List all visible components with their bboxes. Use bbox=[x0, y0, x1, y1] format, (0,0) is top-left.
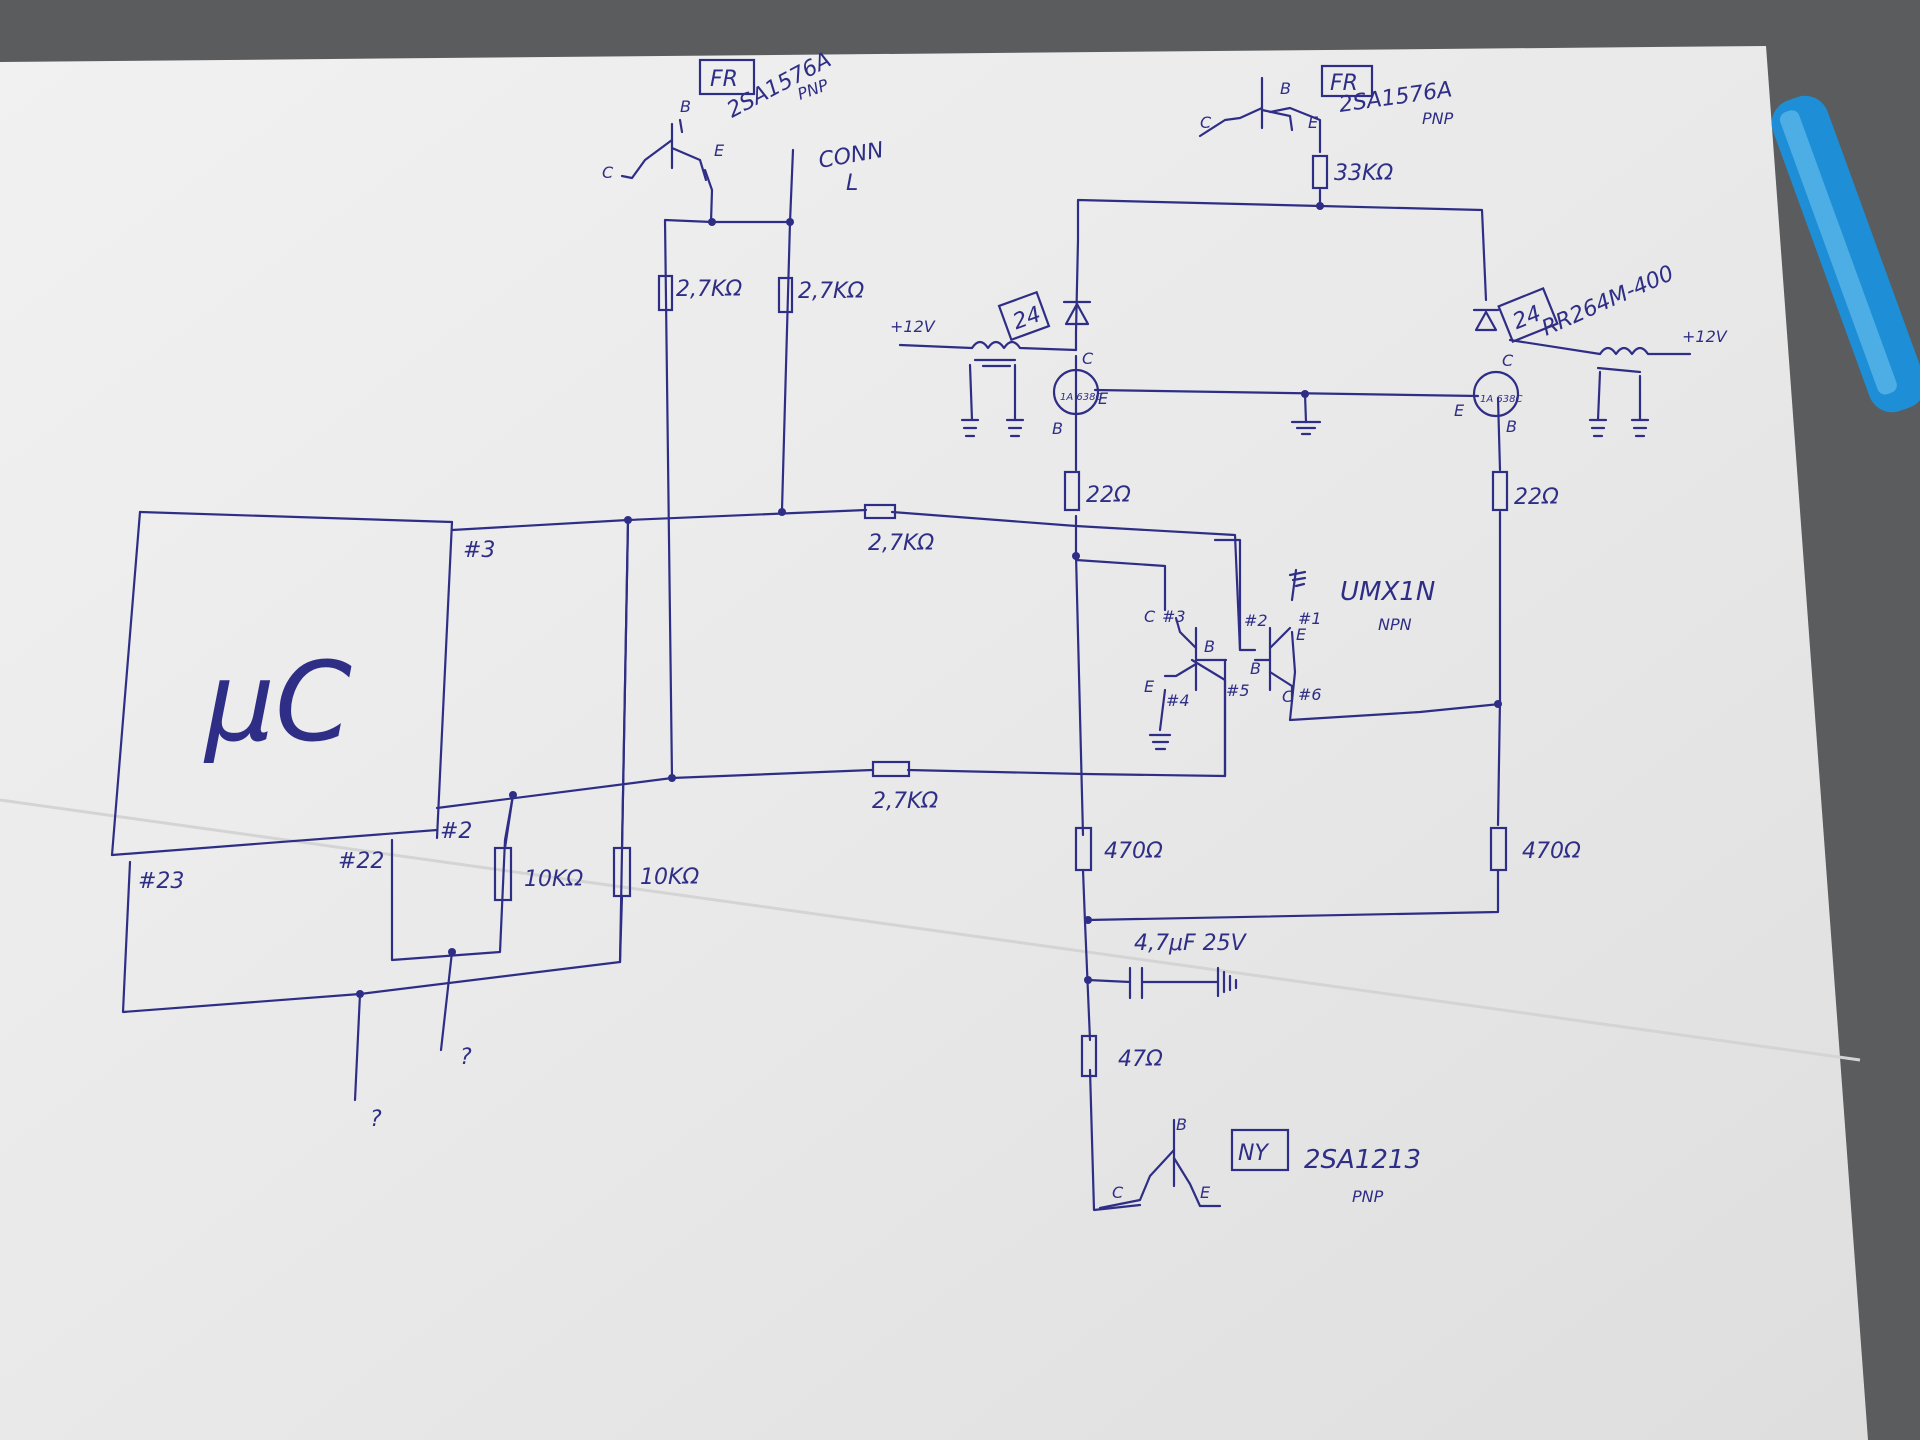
dual-pin-4: #4 bbox=[1166, 691, 1190, 710]
unknown-mark-b: ? bbox=[460, 1045, 472, 1070]
transistor-top-right-b: B bbox=[1280, 79, 1291, 98]
transistor-top-right-marking-box bbox=[1320, 64, 1374, 98]
dual-left-c: C bbox=[1144, 607, 1156, 626]
opto-left-c: C bbox=[1082, 349, 1094, 368]
resistor-470-left bbox=[1074, 826, 1093, 872]
resistor-47 bbox=[1080, 1034, 1098, 1078]
dual-right-b: B bbox=[1250, 659, 1261, 678]
transistor-bottom-c: C bbox=[1112, 1183, 1124, 1202]
resistor-conn-b bbox=[777, 276, 794, 314]
microcontroller-label: μC bbox=[203, 638, 352, 766]
transistor-top-right-marking: FR bbox=[1330, 71, 1358, 96]
diode-left-marking-box bbox=[997, 290, 1051, 342]
resistor-22-right bbox=[1491, 470, 1509, 512]
dual-part: UMX1N bbox=[1340, 577, 1435, 607]
resistor-22-left-label: 22Ω bbox=[1086, 483, 1131, 508]
transistor-top-left-marking-box bbox=[698, 58, 756, 96]
resistor-33k-label: 33KΩ bbox=[1334, 161, 1393, 186]
resistor-22-left bbox=[1063, 470, 1081, 512]
transistor-top-left-c: C bbox=[602, 163, 614, 182]
paper-fold bbox=[0, 798, 1861, 1062]
transistor-top-left bbox=[620, 118, 708, 182]
resistor-470-right bbox=[1489, 826, 1508, 872]
transistor-top-left-b: B bbox=[680, 97, 691, 116]
transistor-top-right bbox=[1198, 76, 1294, 138]
transistor-bottom bbox=[1098, 1118, 1222, 1210]
supply-left-label: +12V bbox=[890, 317, 936, 336]
capacitor-label: 4,7μF 25V bbox=[1134, 931, 1248, 956]
pin-3-label: #3 bbox=[463, 538, 495, 563]
opto-left bbox=[1052, 368, 1100, 416]
opto-right-e: E bbox=[1454, 401, 1465, 420]
transistor-top-right-c: C bbox=[1200, 113, 1212, 132]
opto-right-label: 1A 638C bbox=[1480, 394, 1522, 405]
transistor-top-right-e: E bbox=[1308, 113, 1319, 132]
opto-left-b: B bbox=[1052, 419, 1063, 438]
opto-left-label: 1A 638C bbox=[1060, 392, 1102, 403]
transistor-dual-umx1n bbox=[1163, 616, 1294, 702]
pin-23-label: #23 bbox=[138, 869, 184, 894]
pin-22-label: #22 bbox=[338, 849, 384, 874]
dual-right-c: C bbox=[1282, 687, 1294, 706]
dual-pin-5: #5 bbox=[1226, 681, 1250, 700]
microcontroller: μC bbox=[110, 510, 454, 857]
dual-left-e: E bbox=[1144, 677, 1155, 696]
diode-right-marking-box bbox=[1497, 286, 1559, 344]
resistor-22-right-label: 22Ω bbox=[1514, 485, 1559, 510]
dual-pin-3: #3 bbox=[1162, 607, 1186, 626]
transistor-bottom-e: E bbox=[1200, 1183, 1211, 1202]
resistor-47-label: 47Ω bbox=[1118, 1047, 1163, 1072]
resistor-line-bottom bbox=[871, 760, 911, 778]
resistor-10k-b-label: 10KΩ bbox=[640, 865, 699, 890]
resistor-line-top bbox=[863, 503, 897, 520]
diode-left bbox=[1062, 300, 1092, 326]
supply-right-label: +12V bbox=[1682, 327, 1728, 346]
transistor-bottom-part: 2SA1213 bbox=[1304, 1145, 1421, 1175]
pin-2-label: #2 bbox=[440, 819, 472, 844]
dual-pin-2: #2 bbox=[1244, 611, 1268, 630]
resistor-470-left-label: 470Ω bbox=[1104, 839, 1163, 864]
opto-right-b: B bbox=[1506, 417, 1517, 436]
pen bbox=[1771, 95, 1920, 413]
dual-left-b: B bbox=[1204, 637, 1215, 656]
opto-right-c: C bbox=[1502, 351, 1514, 370]
resistor-line-bottom-label: 2,7KΩ bbox=[872, 789, 938, 814]
transistor-bottom-marking-box bbox=[1230, 1128, 1290, 1172]
dual-pin-6: #6 bbox=[1298, 685, 1322, 704]
transistor-top-left-marking: FR bbox=[710, 67, 738, 92]
resistor-10k-a bbox=[493, 793, 515, 902]
transistor-bottom-type: PNP bbox=[1352, 1187, 1384, 1206]
resistor-conn-b-label: 2,7KΩ bbox=[798, 279, 864, 304]
opto-left-e: E bbox=[1098, 389, 1109, 408]
opto-right bbox=[1472, 370, 1520, 418]
transistor-top-left-e: E bbox=[714, 141, 725, 160]
resistor-10k-a-label: 10KΩ bbox=[524, 867, 583, 892]
resistor-conn-a bbox=[657, 274, 674, 312]
dual-type: NPN bbox=[1378, 615, 1412, 634]
dual-pin-1: #1 bbox=[1298, 609, 1322, 628]
transistor-bottom-marking: NY bbox=[1238, 1141, 1269, 1166]
resistor-470-right-label: 470Ω bbox=[1522, 839, 1581, 864]
transistor-top-right-type: PNP bbox=[1422, 109, 1454, 128]
transistor-bottom-b: B bbox=[1176, 1115, 1187, 1134]
diode-right bbox=[1472, 308, 1500, 332]
connector-sub: L bbox=[846, 171, 858, 196]
unknown-mark-a: ? bbox=[370, 1107, 382, 1132]
resistor-10k-b bbox=[612, 520, 632, 964]
dual-right-e: E bbox=[1296, 625, 1307, 644]
wires bbox=[121, 106, 1692, 1212]
resistor-33k bbox=[1311, 154, 1329, 190]
resistor-conn-a-label: 2,7KΩ bbox=[676, 277, 742, 302]
resistor-line-top-label: 2,7KΩ bbox=[868, 531, 934, 556]
